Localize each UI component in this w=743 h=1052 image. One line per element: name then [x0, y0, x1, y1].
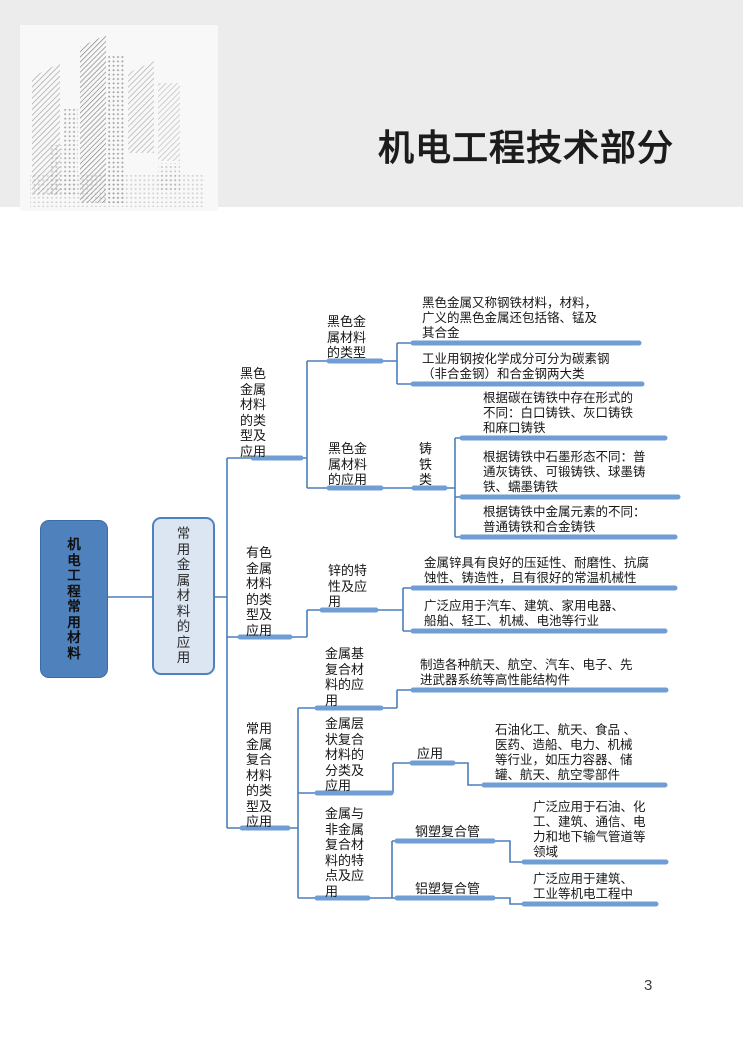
- node-metal-nonmetal-composite: 金属与 非金属 复合材 料的特 点及应 用: [325, 806, 365, 899]
- leaf-steel-plastic-uses: 广泛应用于石油、化 工、建筑、通信、电 力和地下输气管道等 领域: [533, 800, 646, 859]
- branch-ferrous: 黑色 金属 材料 的类 型及 应用: [240, 366, 267, 459]
- node-application: 应用: [417, 746, 444, 761]
- node-aluminum-plastic-pipe: 铝塑复合管: [415, 881, 481, 896]
- node-hub: 常 用 金 属 材 料 的 应 用: [152, 517, 215, 675]
- branch-nonferrous: 有色 金属 材料 的类 型及 应用: [246, 545, 273, 638]
- leaf-matrix-composite-uses: 制造各种航天、航空、汽车、电子、先 进武器系统等高性能结构件: [420, 658, 633, 687]
- leaf-cast-iron-graphite: 根据铸铁中石墨形态不同：普 通灰铸铁、可锻铸铁、球墨铸 铁、蠕墨铸铁: [483, 450, 646, 494]
- node-zinc: 锌的特 性及应 用: [328, 563, 368, 609]
- leaf-cast-iron-elements: 根据铸铁中金属元素的不同： 普通铸铁和合金铸铁: [483, 505, 646, 534]
- leaf-ferrous-definition: 黑色金属又称钢铁材料，材料， 广义的黑色金属还包括铬、锰及 其合金: [422, 296, 598, 340]
- node-matrix-composite: 金属基 复合材 料的应 用: [325, 646, 365, 708]
- leaf-zinc-properties: 金属锌具有良好的压延性、耐磨性、抗腐 蚀性、铸造性，且有很好的常温机械性: [424, 556, 650, 585]
- node-layered-composite: 金属层 状复合 材料的 分类及 应用: [325, 716, 365, 793]
- leaf-zinc-applications: 广泛应用于汽车、建筑、家用电器、 船舶、轻工、机械、电池等行业: [424, 599, 625, 628]
- leaf-cast-iron-carbon: 根据碳在铸铁中存在形式的 不同：白口铸铁、灰口铸铁 和麻口铸铁: [483, 391, 634, 435]
- buildings-graphic: [30, 35, 205, 207]
- page-number: 3: [644, 977, 653, 994]
- buildings-illustration: [20, 25, 218, 211]
- node-ferrous-applications: 黑色金 属材料 的应用: [328, 441, 368, 487]
- node-root: 机 电 工 程 常 用 材 料: [40, 520, 108, 678]
- leaf-industrial-steel: 工业用钢按化学成分可分为碳素钢 （非合金钢）和合金钢两大类: [422, 352, 610, 381]
- node-cast-iron: 铸 铁 类: [419, 441, 433, 487]
- branch-composite: 常用 金属 复合 材料 的类 型及 应用: [246, 721, 273, 829]
- leaf-aluminum-plastic-uses: 广泛应用于建筑、 工业等机电工程中: [533, 872, 634, 901]
- leaf-layered-composite-uses: 石油化工、航天、食品 、 医药、造船、电力、机械 等行业，如压力容器、储 罐、航…: [495, 723, 636, 782]
- page-title: 机电工程技术部分: [378, 127, 675, 168]
- node-ferrous-types: 黑色金 属材料 的类型: [327, 314, 367, 360]
- page-header: 机电工程技术部分: [0, 0, 743, 211]
- node-steel-plastic-pipe: 钢塑复合管: [415, 824, 481, 839]
